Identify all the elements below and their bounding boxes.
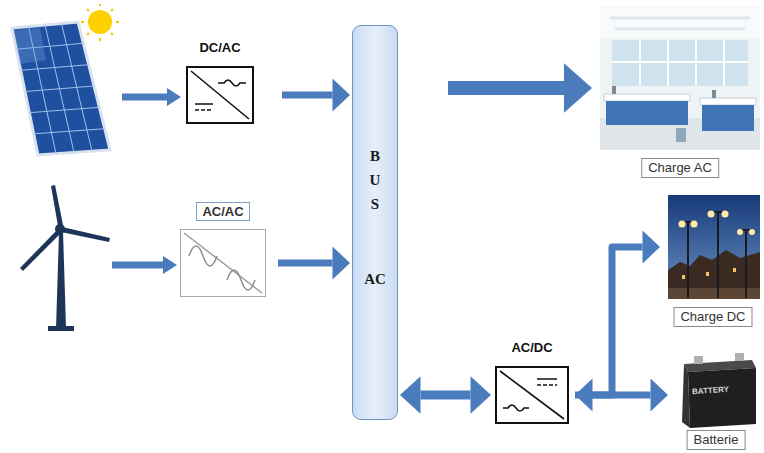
load-picture: Charge AC xyxy=(600,6,760,178)
arrow-shaft xyxy=(575,247,643,395)
arrow-shaft xyxy=(448,81,564,95)
flow-arrow xyxy=(400,376,491,414)
flow-arrow xyxy=(122,88,181,106)
arrow-head xyxy=(333,247,351,280)
converter-block: AC/DC xyxy=(490,338,574,424)
load-label: Batterie xyxy=(687,430,746,450)
arrow-head xyxy=(400,376,421,414)
battery-photo xyxy=(682,353,756,428)
arrow-shaft xyxy=(593,392,651,399)
arrow-head xyxy=(471,376,492,414)
converter-box xyxy=(180,229,266,297)
street-light-photo xyxy=(668,195,760,299)
converter-block: DC/AC xyxy=(180,38,260,124)
converter-symbol xyxy=(181,230,265,296)
converter-label: AC/DC xyxy=(511,339,552,356)
sun xyxy=(81,4,119,41)
arrow-head xyxy=(333,79,351,112)
arrow-head xyxy=(575,379,593,412)
laboratory-photo xyxy=(600,6,760,150)
converter-block: AC/AC xyxy=(175,202,271,297)
picture-text: BATTERY xyxy=(692,385,729,397)
converter-label: AC/AC xyxy=(196,202,249,221)
bus-bar: B U S AC xyxy=(352,25,398,420)
flow-arrow xyxy=(112,256,177,274)
converter-label: DC/AC xyxy=(199,39,240,56)
load-picture: Charge DC xyxy=(664,192,762,327)
flow-arrow xyxy=(282,79,350,112)
arrow-head xyxy=(651,379,669,412)
converter-box xyxy=(495,366,569,424)
converter-box xyxy=(186,66,254,124)
converter-symbol xyxy=(188,68,252,122)
solar-panel xyxy=(12,22,110,155)
flow-arrow xyxy=(448,63,592,113)
arrow-shaft xyxy=(282,92,333,99)
flow-arrow xyxy=(575,379,668,412)
arrow-shaft xyxy=(421,391,471,400)
flow-arrow xyxy=(575,231,660,395)
load-label: Charge AC xyxy=(641,158,719,178)
arrow-head xyxy=(564,63,592,113)
converter-symbol xyxy=(497,368,567,422)
flow-arrow xyxy=(278,247,350,280)
arrow-head xyxy=(643,231,661,264)
bus-label: B U S xyxy=(368,144,383,216)
arrow-shaft xyxy=(278,260,333,267)
load-label: Charge DC xyxy=(673,307,752,327)
bus-label: AC xyxy=(353,270,397,290)
load-picture: Batterie xyxy=(672,352,760,450)
wind-turbine xyxy=(20,185,110,331)
